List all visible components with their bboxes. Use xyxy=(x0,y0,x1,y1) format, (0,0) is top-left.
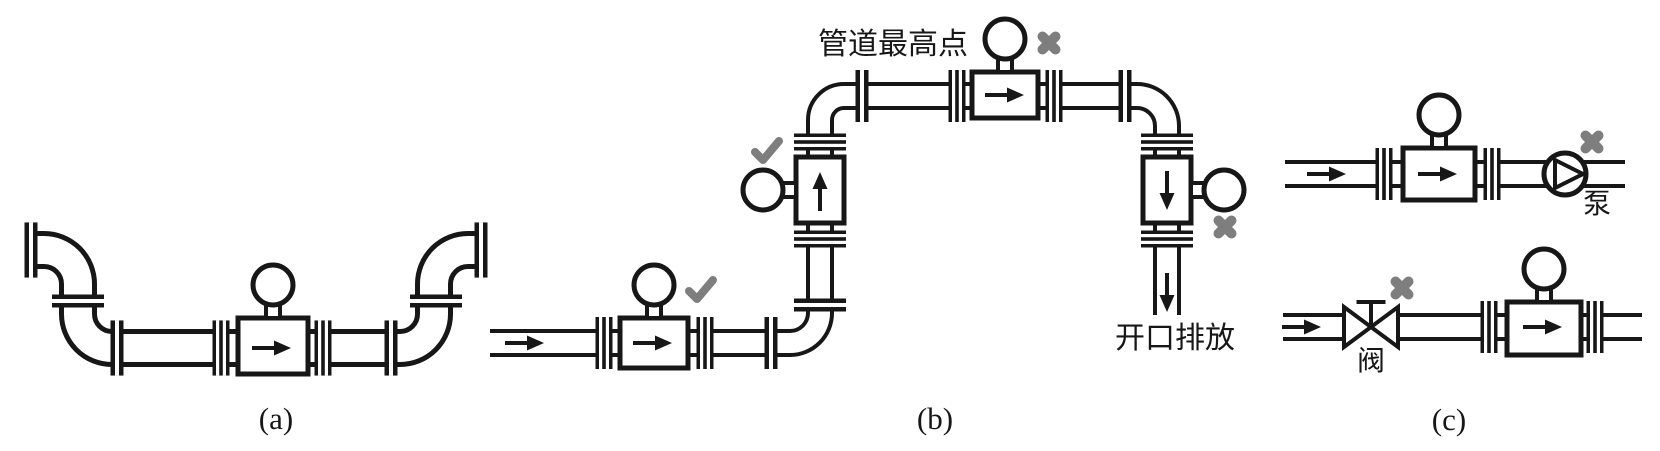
annotation-pump: 泵 xyxy=(1583,189,1611,220)
panel-label-c: (c) xyxy=(1432,402,1466,437)
gauge-icon xyxy=(1419,95,1459,148)
check-icon xyxy=(755,141,779,160)
gauge-icon xyxy=(253,265,293,318)
annotation-valve: 阀 xyxy=(1357,345,1385,377)
gauge-icon xyxy=(743,170,796,210)
flange xyxy=(212,320,230,376)
gauge-icon xyxy=(1191,170,1244,210)
flange xyxy=(696,317,714,369)
flange xyxy=(1141,133,1193,151)
flange xyxy=(1375,148,1393,200)
annotation-pipe-highest-point: 管道最高点 xyxy=(818,28,968,61)
flange xyxy=(1141,230,1193,248)
annotation-open-discharge: 开口排放 xyxy=(1115,322,1235,355)
flange xyxy=(794,230,846,248)
flange xyxy=(314,320,332,376)
cross-icon xyxy=(1219,221,1232,234)
flange xyxy=(1045,70,1063,122)
flange xyxy=(794,133,846,151)
flange xyxy=(110,320,124,376)
flange xyxy=(1483,148,1501,200)
panel-label-a: (a) xyxy=(259,401,293,436)
flange xyxy=(794,298,846,312)
panel-b: 管道最高点 开口排放 (b) xyxy=(490,19,1244,436)
cross-icon xyxy=(1043,37,1056,50)
flange xyxy=(764,317,778,369)
panel-label-b: (b) xyxy=(917,401,953,436)
flange xyxy=(1480,301,1498,353)
cross-icon xyxy=(1586,136,1599,149)
pump-icon xyxy=(1544,153,1586,195)
flange xyxy=(410,294,462,308)
flange xyxy=(474,222,488,278)
gauge-icon xyxy=(985,19,1025,72)
gauge-icon xyxy=(634,265,674,318)
flange xyxy=(52,294,104,308)
flange xyxy=(24,222,38,278)
flange xyxy=(948,70,966,122)
panel-c: 泵 阀 (c) xyxy=(1280,95,1642,437)
flange xyxy=(384,320,398,376)
flange xyxy=(855,70,869,122)
flange xyxy=(1118,70,1132,122)
panel-a: (a) xyxy=(24,222,488,436)
check-icon xyxy=(689,280,713,299)
flange xyxy=(1586,301,1604,353)
flange xyxy=(595,317,613,369)
cross-icon xyxy=(1396,282,1409,295)
valve-icon xyxy=(1342,300,1400,349)
gauge-icon xyxy=(1524,249,1564,302)
